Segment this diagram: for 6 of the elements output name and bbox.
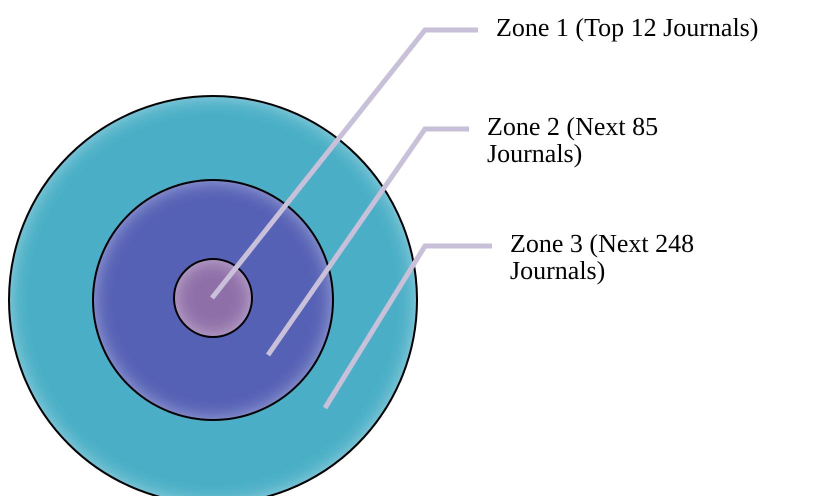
zone-label: Zone 1 (Top 12 Journals) <box>496 14 760 42</box>
leader-line <box>210 28 478 300</box>
zone-label: Zone 2 (Next 85 Journals) <box>487 113 660 168</box>
leader-line <box>266 126 469 356</box>
zone-label: Zone 3 (Next 248 Journals) <box>510 230 696 285</box>
leader-line <box>322 244 492 410</box>
